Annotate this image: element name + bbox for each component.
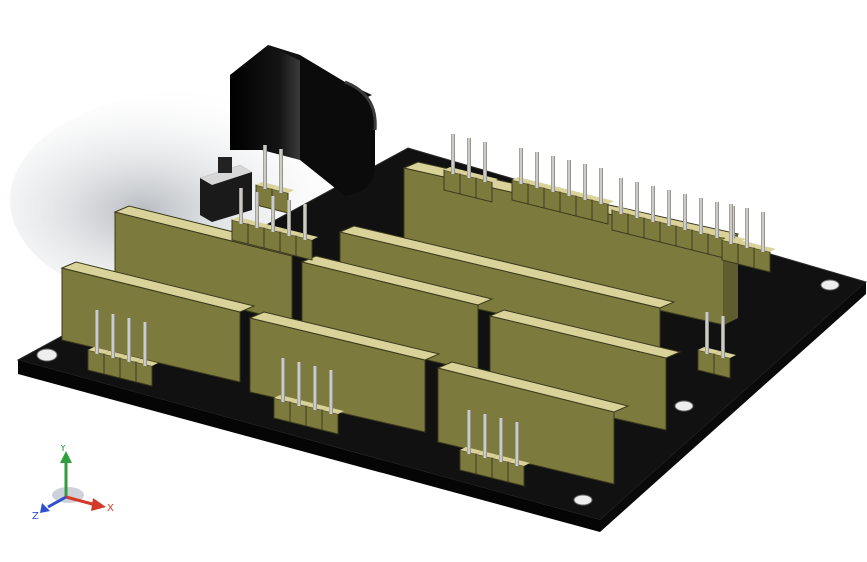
pin: [567, 160, 571, 196]
mounting-hole: [820, 279, 840, 291]
mounting-hole: [36, 348, 58, 362]
pin: [515, 422, 519, 466]
pin: [303, 204, 307, 240]
pin: [127, 318, 131, 362]
pin: [95, 310, 99, 354]
pin: [715, 202, 719, 238]
mounting-hole: [573, 494, 593, 506]
header-front-middle[interactable]: [248, 311, 441, 433]
pin: [635, 182, 639, 218]
pin: [745, 208, 749, 248]
pin: [483, 414, 487, 458]
pin: [329, 370, 333, 414]
pin-header[interactable]: [231, 188, 318, 261]
pin: [619, 178, 623, 214]
pcb-right-edge: [600, 282, 866, 532]
pin: [467, 138, 471, 178]
pin: [705, 312, 709, 354]
pin-header[interactable]: [443, 134, 498, 203]
pin: [467, 410, 471, 454]
pin: [313, 366, 317, 410]
pin: [535, 152, 539, 188]
pin: [499, 418, 503, 462]
pin: [683, 194, 687, 230]
pin-header[interactable]: [273, 358, 344, 435]
male-pin-headers[interactable]: [87, 134, 776, 487]
x-axis-arrow: [91, 498, 106, 511]
pin: [651, 186, 655, 222]
z-axis-line: [47, 495, 67, 509]
pin: [551, 156, 555, 192]
dc-power-jack[interactable]: [230, 45, 377, 196]
pin: [239, 188, 243, 224]
pin: [699, 198, 703, 234]
pin: [271, 196, 275, 232]
pin: [287, 200, 291, 236]
y-axis-label: Y: [59, 445, 67, 454]
pin: [297, 362, 301, 406]
x-axis-label: X: [107, 503, 114, 514]
pin-header[interactable]: [721, 204, 776, 273]
pin-header[interactable]: [697, 312, 736, 379]
pin: [729, 204, 733, 244]
z-axis-arrow: [40, 503, 50, 513]
pcb-front-edge: [18, 360, 600, 532]
pin: [583, 164, 587, 200]
pin: [599, 168, 603, 204]
pin: [263, 145, 267, 189]
header-front-right[interactable]: [436, 361, 630, 485]
pin-header[interactable]: [459, 410, 530, 487]
pin: [451, 134, 455, 174]
header-right-middle[interactable]: [488, 309, 682, 431]
pin: [667, 190, 671, 226]
pin: [721, 316, 725, 358]
y-axis-arrow: [60, 451, 72, 463]
pin: [279, 149, 283, 193]
pin-header[interactable]: [511, 148, 614, 225]
pin: [519, 148, 523, 184]
pin: [761, 212, 765, 252]
pin: [111, 314, 115, 358]
mounting-hole: [674, 400, 694, 412]
pin-header[interactable]: [87, 310, 158, 387]
pin: [255, 192, 259, 228]
pin: [281, 358, 285, 402]
z-axis-label: Z: [32, 511, 39, 522]
pin-header[interactable]: [611, 178, 746, 263]
x-axis-line: [65, 495, 97, 507]
pin: [143, 322, 147, 366]
header-front-left[interactable]: [60, 261, 256, 383]
orientation-triad[interactable]: Y X Z: [30, 445, 120, 525]
pin: [483, 142, 487, 182]
